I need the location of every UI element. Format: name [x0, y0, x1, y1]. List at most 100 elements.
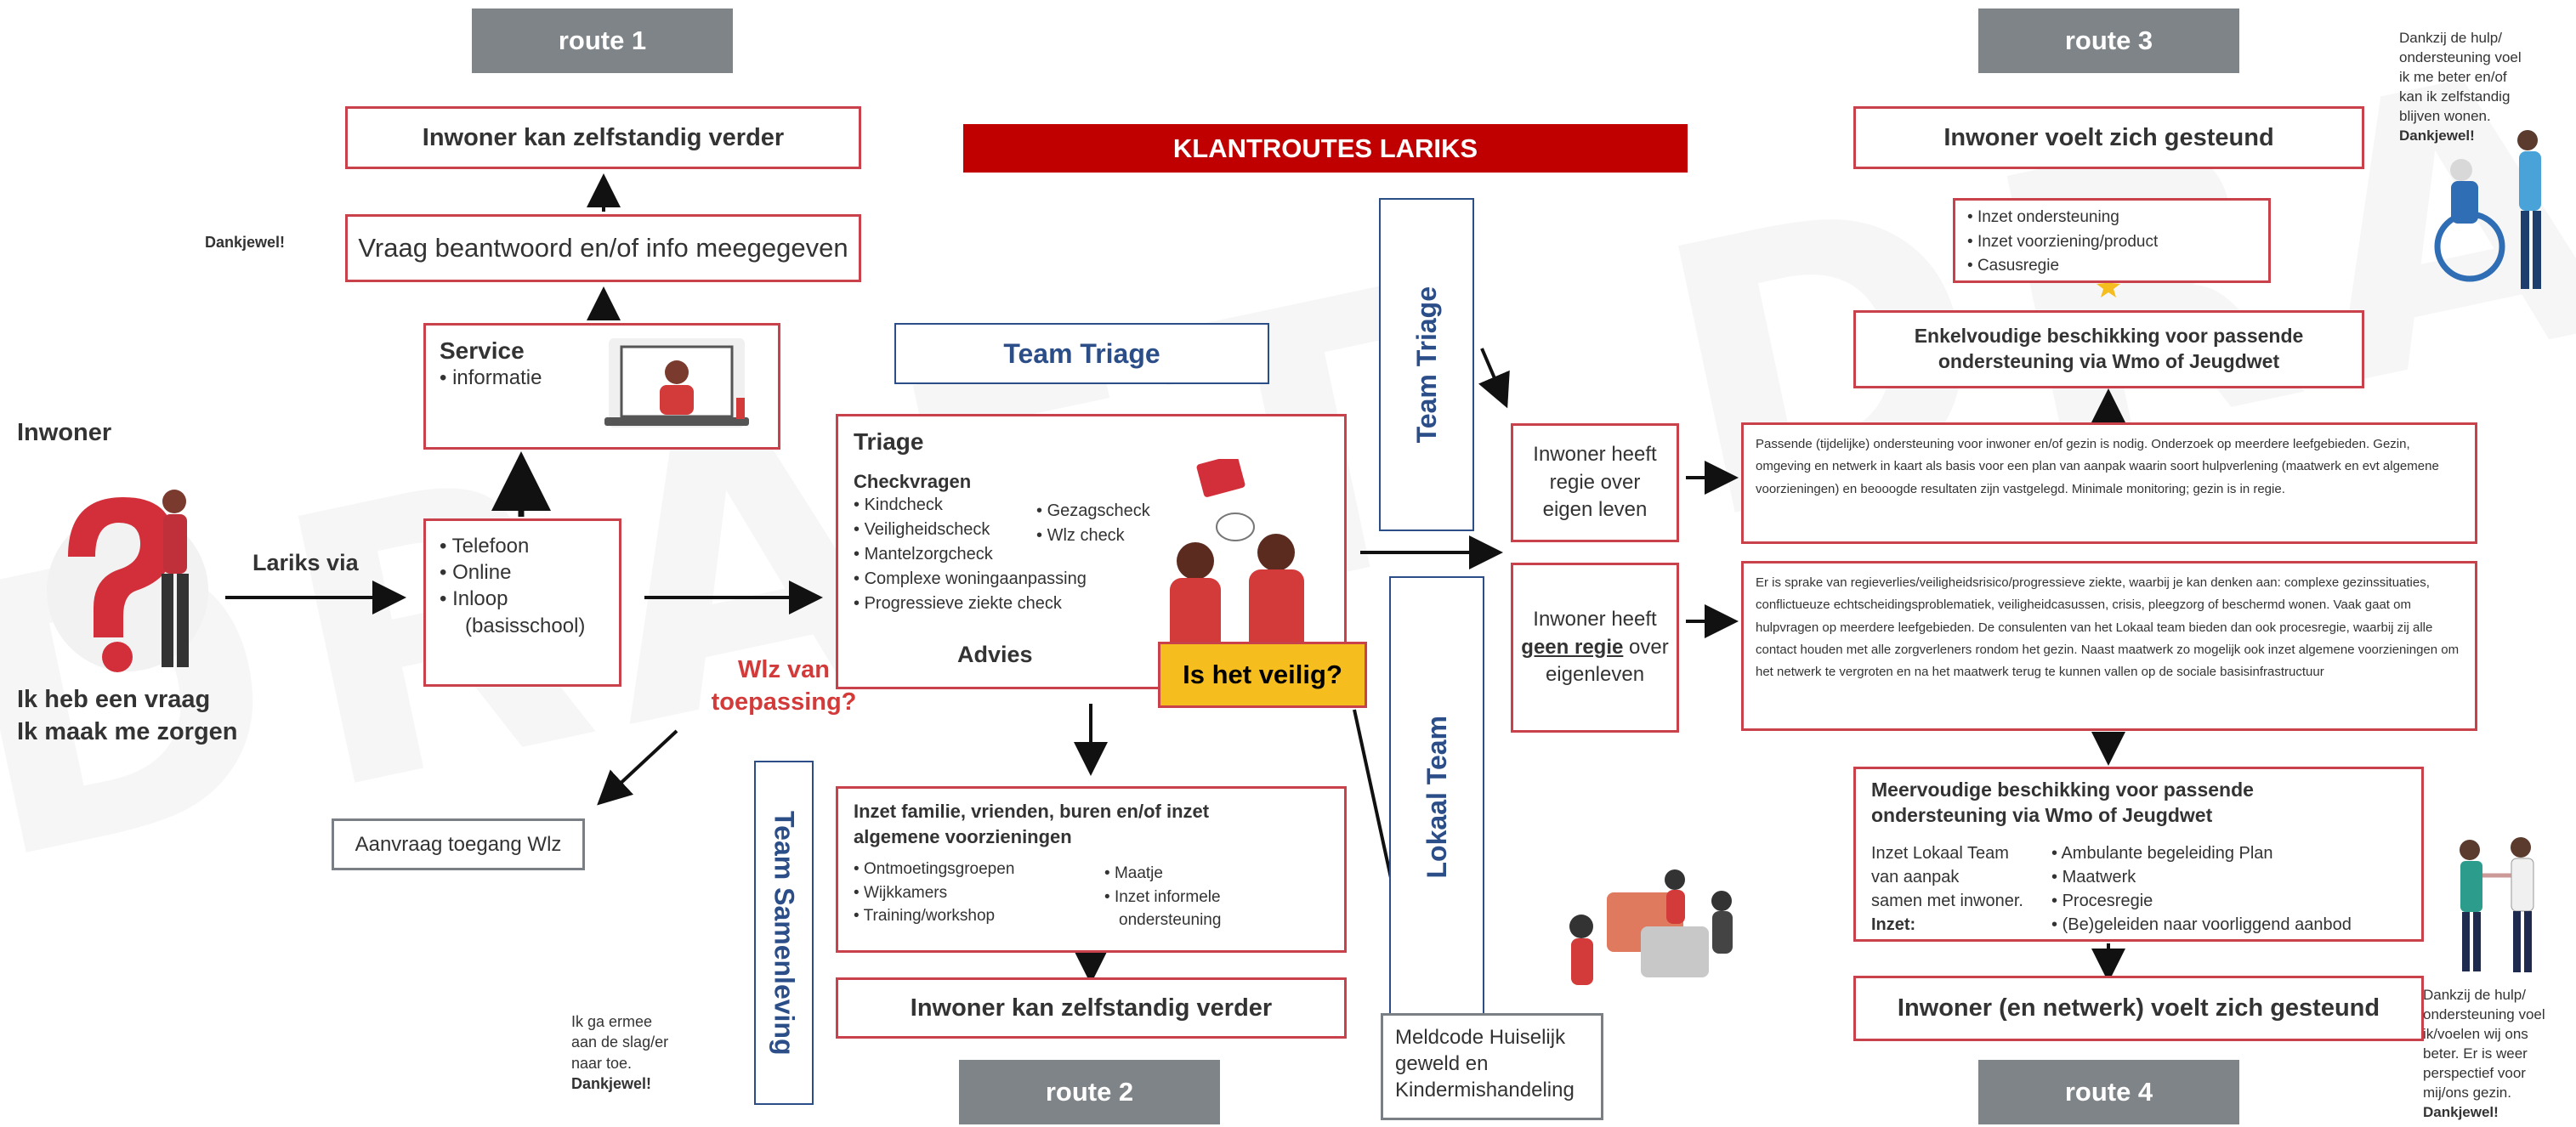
route-3-header: route 3: [1978, 8, 2239, 73]
inwoner-line: Ik heb een vraag: [17, 686, 211, 713]
inwoner-heading: Inwoner: [17, 419, 112, 446]
route2-note: Ik ga ermee aan de slag/er naar toe. Dan…: [571, 1011, 668, 1094]
route4-left-line: Inzet Lokaal Team: [1871, 844, 2009, 863]
lariks-via-label: Lariks via: [252, 550, 359, 575]
route2-title-line: algemene voorzieningen: [854, 825, 1072, 847]
arrow: [1478, 348, 1510, 409]
list-item-text: Maatje: [1114, 864, 1163, 882]
wlz-question: Wlz van toepassing?: [699, 654, 869, 718]
title-text: KLANTROUTES LARIKS: [1172, 133, 1478, 163]
triage-checks-right: Gezagscheck Wlz check: [1036, 499, 1150, 548]
channels-list: Telefoon Online Inloop: [440, 533, 605, 613]
route4-text: Er is sprake van regieverlies/veiligheid…: [1756, 575, 2460, 679]
route4-gesteund-box: Inwoner (en netwerk) voelt zich gesteund: [1853, 976, 2424, 1041]
geen-regie-rest: over: [1623, 635, 1669, 659]
list-item: Progressieve ziekte check: [854, 592, 1329, 616]
geen-regie-box: Inwoner heeft geen regie over eigenleven: [1511, 563, 1679, 733]
list-item: Ontmoetingsgroepen: [854, 858, 1329, 881]
list-item: Telefoon: [440, 533, 605, 559]
note-line: blijven wonen.: [2399, 107, 2491, 124]
route-label: route 3: [2064, 25, 2153, 55]
note-line: Dankjewel!: [571, 1074, 652, 1092]
note-line: Dankjewel!: [2399, 127, 2475, 144]
team-triage-label: Team Triage: [1003, 337, 1160, 369]
regie-line: regie over: [1549, 470, 1641, 494]
triage-checks-left: Kindcheck Veiligheidscheck Mantelzorgche…: [854, 493, 1329, 616]
list-item: Maatwerk: [2051, 865, 2352, 889]
note-line: ik me beter en/of: [2399, 68, 2507, 85]
route4-beschikking: Meervoudige beschikking voor passende on…: [1871, 778, 2406, 829]
route1-self-box: Inwoner kan zelfstandig verder: [345, 106, 861, 169]
route4-beschikking-box: Meervoudige beschikking voor passende on…: [1853, 767, 2424, 942]
route2-self-box: Inwoner kan zelfstandig verder: [836, 977, 1347, 1039]
puzzle-team-icon: [1569, 869, 1733, 985]
lokaal-team-label: Lokaal Team: [1421, 716, 1452, 879]
team-triage-box: Team Triage: [894, 323, 1269, 384]
note-line: naar toe.: [571, 1054, 633, 1072]
meldcode-box: Meldcode Huiselijk geweld en Kindermisha…: [1381, 1013, 1603, 1120]
route4-left-line: Inzet:: [1871, 915, 1916, 934]
note-line: perspectief voor: [2423, 1064, 2526, 1081]
beschikking-line: Enkelvoudige beschikking voor passende: [1914, 325, 2304, 348]
route4-left-line: van aanpak: [1871, 868, 1960, 886]
laptop-person-icon: [604, 338, 749, 428]
meldcode-line: Kindermishandeling: [1395, 1079, 1575, 1102]
route2-right-list: • Maatje • Inzet informele ondersteuning: [1104, 862, 1221, 932]
route-label: route 1: [558, 25, 647, 55]
triage-subtitle: Checkvragen: [854, 471, 972, 492]
list-item: Procesregie: [2051, 889, 2352, 913]
route-2-header: route 2: [959, 1060, 1220, 1124]
route4-left: Inzet Lokaal Team van aanpak samen met i…: [1871, 841, 2023, 937]
list-item: Online: [440, 559, 605, 586]
regie-box: Inwoner heeft regie over eigen leven: [1511, 423, 1679, 542]
two-people-icon: [2460, 837, 2534, 972]
team-triage-vertical-box: Team Triage: [1379, 198, 1474, 531]
inwoner-question: Ik heb een vraag Ik maak me zorgen: [17, 684, 238, 748]
meldcode-line: geweld en: [1395, 1052, 1489, 1076]
route3-items-box: Inzet ondersteuning Inzet voorziening/pr…: [1953, 198, 2271, 283]
route3-note: Dankzij de hulp/ ondersteuning voel ik m…: [2399, 29, 2522, 146]
safety-question: Is het veilig?: [1158, 642, 1367, 708]
regie-line: Inwoner heeft: [1533, 443, 1657, 467]
route2-left-list: Ontmoetingsgroepen Wijkkamers Training/w…: [854, 858, 1329, 928]
route1-answer-box: Vraag beantwoord en/of info meegegeven: [345, 214, 861, 282]
inwoner-line: Ik maak me zorgen: [17, 717, 238, 745]
list-item: Inloop: [440, 586, 605, 612]
service-title: Service: [440, 337, 525, 364]
note-line: Ik ga ermee: [571, 1013, 653, 1030]
triage-title: Triage: [854, 428, 924, 455]
team-samenleving-label: Team Samenleving: [769, 810, 800, 1056]
route-label: route 2: [1045, 1077, 1134, 1107]
triage-advice: Advies: [957, 642, 1033, 667]
list-item: (Be)geleiden naar voorliggend aanbod: [2051, 913, 2352, 937]
route-label: route 4: [2064, 1077, 2153, 1107]
list-item: ondersteuning: [1119, 911, 1222, 930]
route3-text-box: Passende (tijdelijke) ondersteuning voor…: [1741, 422, 2477, 544]
note-line: Dankzij de hulp/: [2399, 30, 2502, 46]
meldcode-line: Meldcode Huiselijk: [1395, 1026, 1566, 1049]
list-item: Mantelzorgcheck: [854, 542, 1329, 567]
route2-box: Inzet familie, vrienden, buren en/of inz…: [836, 786, 1347, 953]
note-line: Dankjewel!: [2423, 1103, 2499, 1120]
note-line: kan ik zelfstandig: [2399, 88, 2511, 105]
wlz-line: toepassing?: [711, 688, 857, 716]
star-icon: [2097, 275, 2120, 297]
note-line: aan de slag/er: [571, 1034, 669, 1051]
conversation-icon: [1170, 459, 1304, 654]
list-item: Training/workshop: [854, 904, 1329, 928]
list-item: Wijkkamers: [854, 881, 1329, 905]
route4-text-box: Er is sprake van regieverlies/veiligheid…: [1741, 561, 2477, 731]
list-item: Ambulante begeleiding Plan: [2051, 841, 2352, 865]
geen-regie-line: Inwoner heeft: [1533, 608, 1657, 631]
route3-beschikking-box: Enkelvoudige beschikking voor passende o…: [1853, 310, 2364, 388]
route4-right: Ambulante begeleiding Plan Maatwerk Proc…: [2051, 841, 2352, 937]
regie-line: eigen leven: [1542, 498, 1648, 522]
question-person-icon: [47, 490, 208, 672]
route4-left-line: samen met inwoner.: [1871, 892, 2023, 910]
wlz-request: Aanvraag toegang Wlz: [355, 832, 562, 856]
route3-text: Passende (tijdelijke) ondersteuning voor…: [1756, 437, 2439, 496]
note-line: ondersteuning voel: [2423, 1005, 2545, 1022]
channels-box: Telefoon Online Inloop (basisschool): [423, 518, 621, 687]
route2-self: Inwoner kan zelfstandig verder: [910, 994, 1273, 1022]
